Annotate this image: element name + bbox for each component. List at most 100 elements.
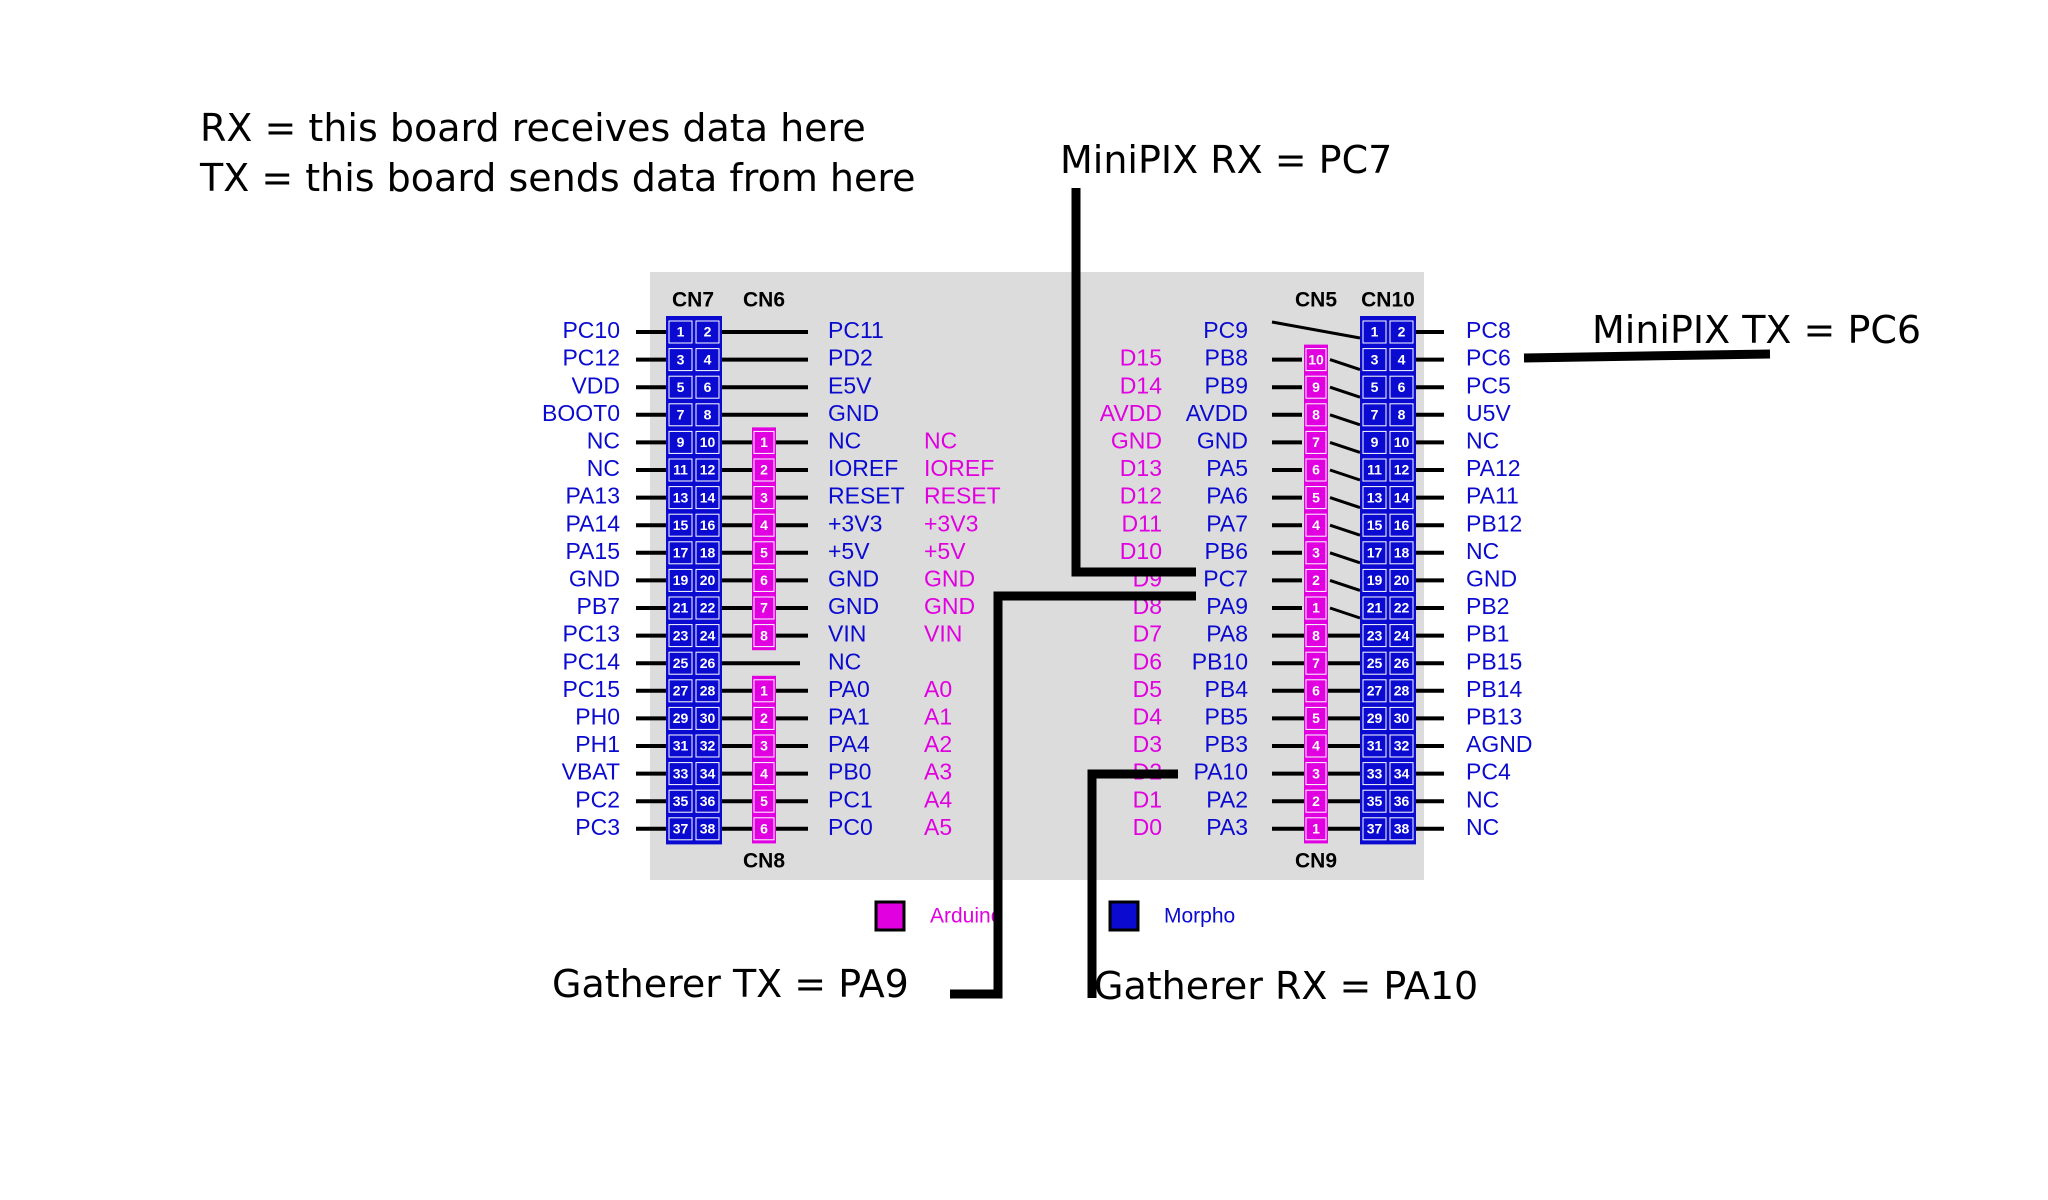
cn10-right-label: PC5 [1466,372,1511,398]
cn10-right-label: PB13 [1466,703,1522,729]
cn10-left-lead [1329,468,1361,482]
cn10-right-label: PC6 [1466,345,1511,371]
cn5-arduino-label: D13 [1120,455,1162,481]
cn7-pin [695,568,720,592]
cn10-pin-number: 27 [1367,683,1383,699]
cn6-pin-number: 7 [760,600,768,616]
cn7-pin-number: 31 [673,738,689,754]
cn6-pin [753,541,775,565]
cn10-pin-number: 26 [1394,655,1410,671]
cn10-left-label: PB6 [1205,538,1248,564]
cn10-pin-number: 36 [1394,793,1410,809]
cn9-pin [1305,789,1327,813]
cn6-arduino-label: GND [924,593,975,619]
cn7-pin [668,403,693,427]
cn7-pin [668,679,693,703]
cn10-pin-number: 13 [1367,489,1383,505]
cn10-pin [1362,403,1387,427]
cn6-pin-number: 2 [760,462,768,478]
cn7-pin [695,541,720,565]
cn10-left-label: PC9 [1203,317,1248,343]
cn7-pin [695,486,720,510]
cn10-pin [1362,486,1387,510]
cn6-pin [753,513,775,537]
cn9-pin [1305,762,1327,786]
cn5-pin-number: 7 [1312,434,1320,450]
cn8-pin [753,706,775,730]
cn10-left-lead [1329,523,1361,537]
cn7-pin [695,403,720,427]
cn10-left-label: PA8 [1206,621,1248,647]
cn10-left-lead [1329,551,1361,565]
cn7-pin [695,734,720,758]
annotation-layer [950,188,1771,999]
cn8-arduino-label: A0 [924,676,952,702]
cn10-pin [1389,375,1414,399]
cn10-right-label: PB1 [1466,621,1509,647]
cn7-pin-number: 18 [700,545,716,561]
cn8-pin [753,734,775,758]
cn9-arduino-label: D7 [1133,621,1162,647]
cn10-pin [1389,651,1414,675]
cn7-pin-number: 21 [673,600,689,616]
cn9-arduino-label: D6 [1133,648,1162,674]
cn10-right-label: PC8 [1466,317,1511,343]
cn7-left-label: PC13 [562,621,620,647]
cn10-pin-number: 17 [1367,545,1383,561]
cn7-left-label: PC2 [575,786,620,812]
cn7-pin [668,348,693,372]
cn7-pin [668,706,693,730]
cn7-right-label: PA0 [828,676,870,702]
cn7-pin [668,513,693,537]
cn7-pin-number: 12 [700,462,716,478]
cn7-pin [668,624,693,648]
cn10-pin-number: 32 [1394,738,1410,754]
cn7-pin-number: 35 [673,793,689,809]
header-cn5: CN5 [1295,289,1337,312]
cn7-pin-number: 34 [700,765,716,781]
cn10-pin [1389,513,1414,537]
cn6-pin [753,596,775,620]
cn10-pin [1362,651,1387,675]
cn5-arduino-label: D12 [1120,483,1162,509]
cn10-pin [1362,679,1387,703]
cn10-pin-number: 31 [1367,738,1383,754]
cn7-pin [695,348,720,372]
cn10-right-label: PA12 [1466,455,1521,481]
cn10-pin [1389,486,1414,510]
cn10-pin-number: 5 [1371,379,1379,395]
cn6-arduino-label: +5V [924,538,966,564]
cn7-pin-number: 13 [673,489,689,505]
cn10-left-label: PB8 [1205,345,1248,371]
cn7-right-label: NC [828,648,861,674]
cn10-pin-number: 33 [1367,765,1383,781]
cn7-left-label: PC14 [562,648,620,674]
cn7-pin-number: 25 [673,655,689,671]
cn7-right-label: PA4 [828,731,870,757]
gatherer-tx-label: Gatherer TX = PA9 [552,962,909,1006]
cn9-pin-number: 8 [1312,627,1320,643]
cn7-pin-number: 7 [677,407,685,423]
header-cn7: CN7 [672,289,714,312]
cn7-pin-number: 6 [704,379,712,395]
cn7-right-label: PC0 [828,814,873,840]
cn5-arduino-label: AVDD [1100,400,1162,426]
cn10-pin [1389,458,1414,482]
cn10-pin-number: 29 [1367,710,1383,726]
cn10-pin [1362,568,1387,592]
cn6-pin-number: 8 [760,627,768,643]
cn10-pin-number: 30 [1394,710,1410,726]
cn7-pin [695,762,720,786]
cn8-pin-number: 4 [760,765,768,781]
cn7-right-label: +3V3 [828,510,882,536]
board-background [650,272,1424,880]
cn10-pin [1362,513,1387,537]
header-cn8: CN8 [743,850,785,873]
cn7-pin-number: 3 [677,351,685,367]
cn5-pin-number: 5 [1312,489,1320,505]
cn7-pin-number: 30 [700,710,716,726]
cn7-pin-number: 9 [677,434,685,450]
cn5-pin-number: 4 [1312,517,1320,533]
cn10-left-lead [1329,440,1361,454]
minipix-rx-wire [1071,188,1196,577]
